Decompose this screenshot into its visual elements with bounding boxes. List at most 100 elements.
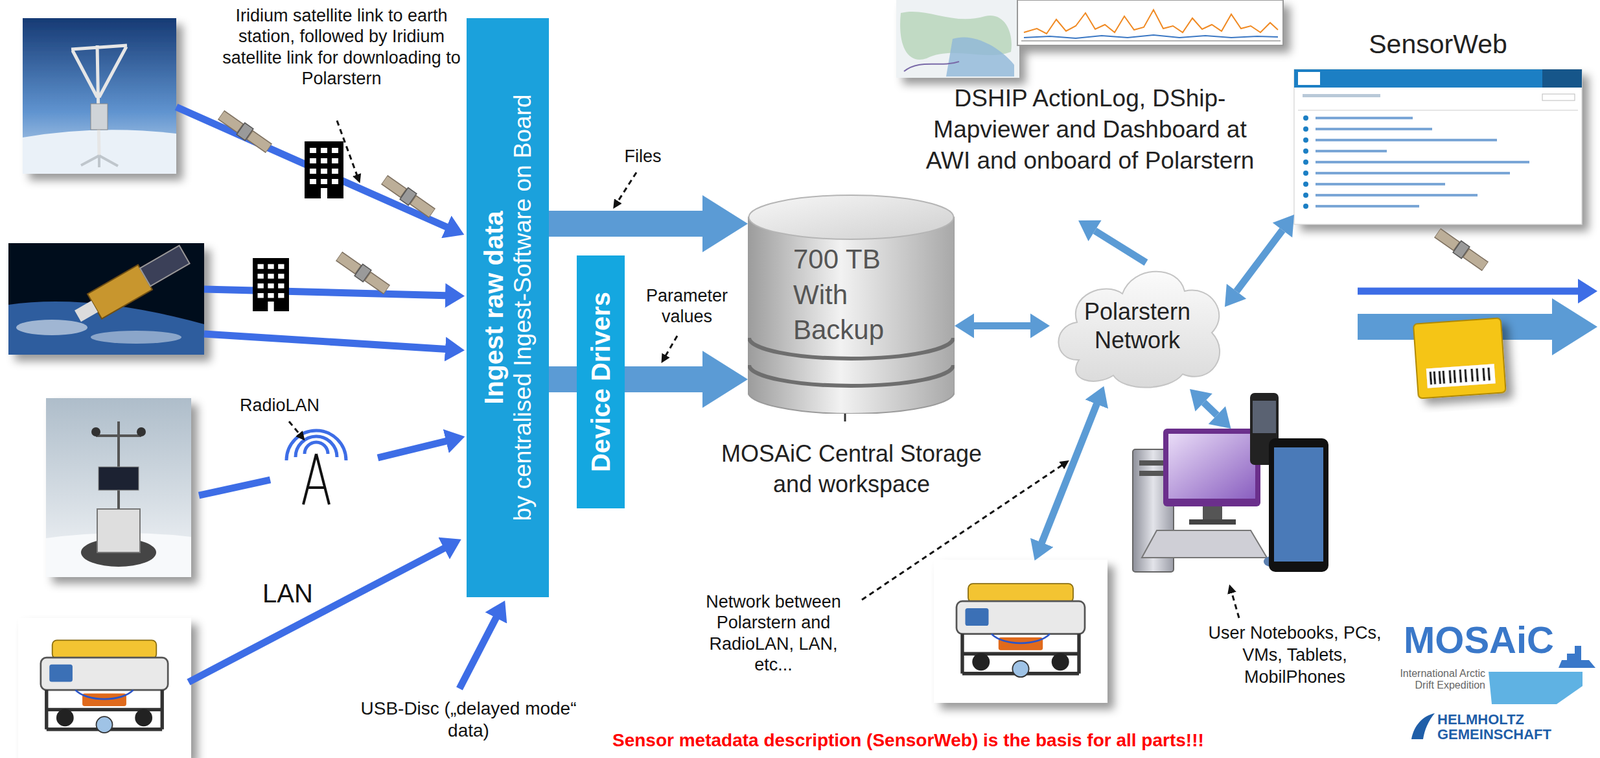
link-note: RadioLAN <box>239 395 331 416</box>
band-label-wrap: Ingest raw databy centralised Ingest-Sof… <box>466 18 549 597</box>
dship-panel: DSHIP ActionLog, DShip-Mapviewer and Das… <box>896 0 1284 221</box>
cylinder-outline-part <box>749 195 954 240</box>
connector-line <box>548 366 577 393</box>
dship-screenshot <box>896 0 1284 78</box>
rov-photo-part <box>956 583 1085 677</box>
cloud-outline <box>1049 262 1225 389</box>
leader-line-part <box>663 335 678 360</box>
earth-station-icon <box>252 257 290 312</box>
satellite-photo-part <box>70 241 192 328</box>
connector <box>1189 388 1232 429</box>
storage-cylinder: 700 TB With BackupMOSAiC Central Storage… <box>708 193 995 538</box>
leader-line <box>289 120 1240 618</box>
connector-line <box>548 210 703 237</box>
sensorweb-screenshot <box>1294 69 1582 225</box>
ingest-band: Ingest raw databy centralised Ingest-Sof… <box>466 18 549 597</box>
satellite-photo-part <box>8 243 205 355</box>
arrowhead <box>1078 220 1102 242</box>
user-devices: User Notebooks, PCs, VMs, Tablets, Mobil… <box>1132 388 1392 697</box>
arrowhead <box>702 195 748 253</box>
devices-illustration-part <box>1141 530 1267 558</box>
link-note: Iridium satellite link to earth station,… <box>221 5 462 90</box>
sensorweb-screenshot-part <box>1315 193 1478 197</box>
sensorweb-screenshot-part <box>1303 148 1309 154</box>
rov-photo-part <box>40 639 168 733</box>
sensorweb-screenshot-part <box>1303 203 1309 209</box>
outgoing-arrow-part <box>1552 298 1598 356</box>
satellite-icon <box>217 108 273 155</box>
network-link <box>1039 397 1100 549</box>
devices-illustration-part <box>1252 400 1276 433</box>
tape-cartridge-part <box>1413 317 1507 398</box>
connector-line <box>973 322 1031 330</box>
cylinder-outline <box>747 193 955 414</box>
satellite-icon <box>1433 226 1490 273</box>
connector-line <box>1095 230 1147 263</box>
sensorweb-screenshot-part <box>1298 110 1578 111</box>
sensorweb-screenshot-part <box>1302 93 1381 98</box>
node-subtext: by centralised Ingest-Software on Board <box>509 93 538 521</box>
earth-station-icon <box>304 141 344 199</box>
storage-tick <box>844 412 847 422</box>
sensorweb-screenshot-part <box>1303 192 1309 198</box>
radio-antenna-icon-part <box>286 430 347 461</box>
band-label-wrap: Device Drivers <box>576 255 625 509</box>
mast-photo-part <box>71 45 128 156</box>
devices-illustration-part <box>1139 460 1168 466</box>
node-text: DSHIP ActionLog, DShip-Mapviewer and Das… <box>915 82 1265 177</box>
devices-illustration-part <box>1202 506 1223 521</box>
logo-subtitle: International Arctic Drift Expedition <box>1393 667 1486 692</box>
radio-antenna-icon-part <box>303 453 330 505</box>
rov-photo-part <box>18 617 192 758</box>
satellite-photo-part <box>90 330 182 344</box>
satellite-photo-part-part <box>74 300 98 322</box>
node-text: Ingest raw data <box>478 210 510 404</box>
arrowhead <box>1208 406 1232 429</box>
warning-note: Sensor metadata description (SensorWeb) … <box>612 729 1205 751</box>
leader-line-part <box>289 421 302 437</box>
buoy-photo-part <box>98 466 139 490</box>
logo-text: HELMHOLTZ GEMEINSCHAFT <box>1437 711 1577 742</box>
connector-line <box>1204 402 1218 415</box>
input-link-part <box>377 439 453 458</box>
node-text: Device Drivers <box>585 291 616 472</box>
input-link <box>176 106 499 689</box>
dship-screenshot-part <box>896 0 1020 78</box>
leader-line-part <box>1230 588 1240 618</box>
rov-photo <box>933 559 1108 703</box>
buoy-photo-part <box>91 427 101 437</box>
sensorweb-screenshot-part <box>1315 171 1510 175</box>
radio-antenna-icon <box>286 430 347 505</box>
sensorweb-screenshot-part <box>1315 182 1446 186</box>
devices-illustration-part <box>1274 447 1324 562</box>
connector <box>954 313 1050 338</box>
devices-illustration-part <box>1168 433 1256 499</box>
sensorweb-screenshot-part <box>1294 69 1582 225</box>
buoy-photo-part <box>46 397 192 577</box>
link-note: USB-Disc („delayed mode“ data) <box>355 697 582 741</box>
devices-illustration <box>1132 392 1329 572</box>
link-note: LAN <box>262 578 328 608</box>
outgoing-link <box>1357 287 1585 295</box>
sensorweb-panel: SensorWeb <box>1294 28 1582 225</box>
arrowhead <box>1189 388 1213 411</box>
mast-photo <box>22 18 177 174</box>
callout-note: Network between Polarstern and RadioLAN,… <box>690 591 857 676</box>
sensorweb-screenshot-part <box>1542 93 1575 101</box>
dship-screenshot-part <box>946 36 1015 77</box>
sensorweb-screenshot-part <box>1303 181 1309 187</box>
tape-cartridge-part <box>1430 367 1490 385</box>
input-link-part <box>198 479 271 496</box>
logo-text: MOSAiC <box>1403 618 1554 661</box>
satellite-icon <box>335 250 391 296</box>
sensorweb-screenshot-part <box>1315 204 1420 208</box>
devices-illustration-part <box>1268 438 1329 572</box>
sensorweb-screenshot-part <box>1303 115 1309 121</box>
connector <box>1078 220 1146 263</box>
dship-screenshot-part <box>1023 9 1278 34</box>
sensorweb-screenshot-part <box>1303 170 1309 176</box>
connector <box>548 195 748 253</box>
connector <box>624 350 748 408</box>
satellite-photo-part-part <box>139 245 190 287</box>
